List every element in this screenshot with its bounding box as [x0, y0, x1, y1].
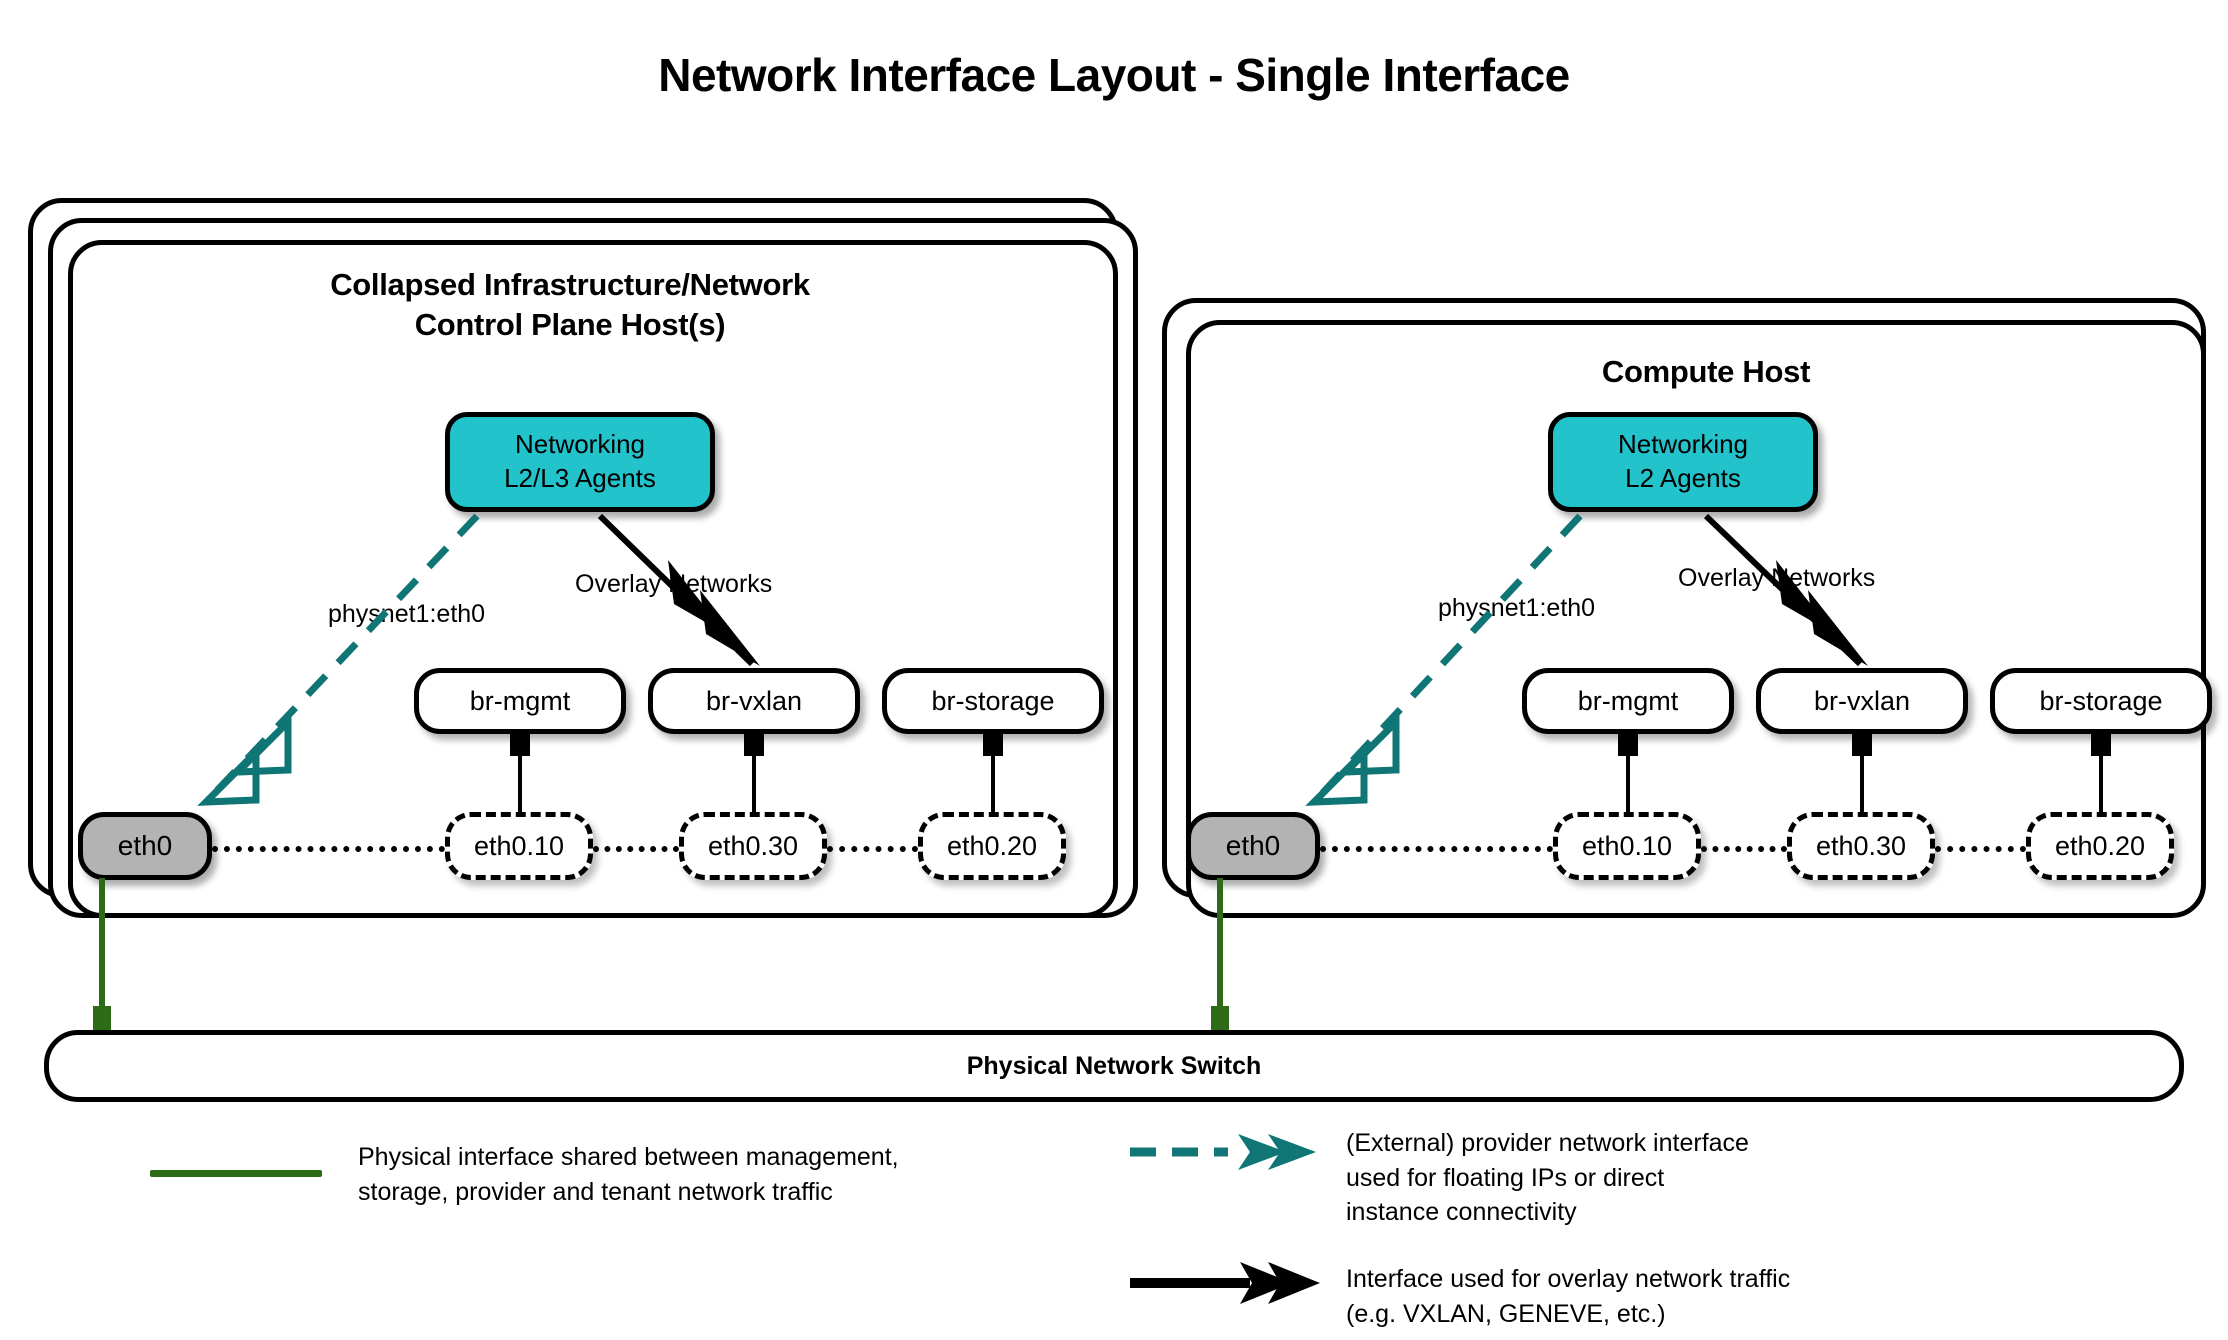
trunk-link-vlan10-to-vlan30	[1701, 846, 1787, 852]
bridge-link-storage	[991, 730, 995, 846]
bridge-br-mgmt-control-plane[interactable]: br-mgmt	[414, 668, 626, 734]
overlay-edge-label-compute: Overlay Networks	[1678, 564, 1876, 592]
bridge-label: br-storage	[2039, 685, 2163, 716]
bridge-label: br-storage	[931, 685, 1055, 716]
agent-box-compute[interactable]: Networking L2 Agents	[1548, 412, 1818, 512]
overlay-edge-label-control-plane: Overlay Networks	[575, 570, 773, 598]
vlan-eth0-20-compute[interactable]: eth0.20	[2026, 812, 2174, 880]
host-title-line-1: Collapsed Infrastructure/Network	[330, 267, 810, 302]
vlan-label: eth0.30	[707, 830, 799, 861]
legend-text-physical: Physical interface shared between manage…	[358, 1143, 899, 1206]
vlan-eth0-30-control-plane[interactable]: eth0.30	[679, 812, 827, 880]
host-title-line-1: Compute Host	[1601, 354, 1811, 389]
bridge-br-vxlan-control-plane[interactable]: br-vxlan	[648, 668, 860, 734]
bridge-link-mgmt	[518, 730, 522, 846]
agent-label-line-1: Networking	[1617, 429, 1749, 460]
agent-box-control-plane[interactable]: Networking L2/L3 Agents	[445, 412, 715, 512]
bridge-br-storage-compute[interactable]: br-storage	[1990, 668, 2212, 734]
nic-eth0-compute[interactable]: eth0	[1186, 812, 1320, 880]
vlan-eth0-30-compute[interactable]: eth0.30	[1787, 812, 1935, 880]
switch-label: Physical Network Switch	[966, 1051, 1262, 1080]
legend-text-overlay: Interface used for overlay network traff…	[1346, 1265, 1791, 1328]
physical-network-switch[interactable]: Physical Network Switch	[44, 1030, 2184, 1102]
trunk-link-vlan10-to-vlan30	[593, 846, 679, 852]
trunk-link-nic-to-vlan10	[1320, 846, 1553, 852]
physical-cable-control-plane	[99, 878, 105, 1026]
trunk-link-vlan30-to-vlan20	[827, 846, 918, 852]
vlan-eth0-20-control-plane[interactable]: eth0.20	[918, 812, 1066, 880]
bridge-label: br-vxlan	[1813, 685, 1911, 716]
bridge-link-mgmt	[1626, 730, 1630, 846]
vlan-eth0-10-control-plane[interactable]: eth0.10	[445, 812, 593, 880]
bridge-br-storage-control-plane[interactable]: br-storage	[882, 668, 1104, 734]
bridge-br-vxlan-compute[interactable]: br-vxlan	[1756, 668, 1968, 734]
trunk-link-vlan30-to-vlan20	[1935, 846, 2026, 852]
vlan-label: eth0.10	[473, 830, 565, 861]
host-title-line-2: Control Plane Host(s)	[414, 306, 726, 342]
bridge-link-vxlan	[752, 730, 756, 846]
host-title-control-plane: Collapsed Infrastructure/Network Control…	[150, 265, 990, 344]
bridge-label: br-mgmt	[1577, 685, 1679, 716]
nic-label: eth0	[117, 830, 173, 861]
bridge-link-storage	[2099, 730, 2103, 846]
provider-edge-label-control-plane: physnet1:eth0	[328, 600, 486, 628]
nic-eth0-control-plane[interactable]: eth0	[78, 812, 212, 880]
vlan-label: eth0.30	[1815, 830, 1907, 861]
vlan-label: eth0.20	[2054, 830, 2146, 861]
agent-label-line-2: L2/L3 Agents	[504, 463, 656, 493]
agent-label-line-1: Networking	[514, 429, 646, 460]
agent-label-line-2: L2 Agents	[1625, 463, 1741, 493]
trunk-link-nic-to-vlan10	[212, 846, 445, 852]
legend-text-provider: (External) provider network interface us…	[1346, 1129, 1749, 1226]
bridge-label: br-mgmt	[469, 685, 571, 716]
page-title: Network Interface Layout - Single Interf…	[658, 49, 1570, 101]
host-title-compute: Compute Host	[1286, 352, 2126, 392]
vlan-eth0-10-compute[interactable]: eth0.10	[1553, 812, 1701, 880]
bridge-label: br-vxlan	[705, 685, 803, 716]
bridge-link-vxlan	[1860, 730, 1864, 846]
nic-label: eth0	[1225, 830, 1281, 861]
bridge-br-mgmt-compute[interactable]: br-mgmt	[1522, 668, 1734, 734]
vlan-label: eth0.10	[1581, 830, 1673, 861]
vlan-label: eth0.20	[946, 830, 1038, 861]
provider-edge-label-compute: physnet1:eth0	[1438, 594, 1596, 622]
physical-cable-compute	[1217, 878, 1223, 1026]
legend-marker-physical-line	[150, 1170, 322, 1177]
